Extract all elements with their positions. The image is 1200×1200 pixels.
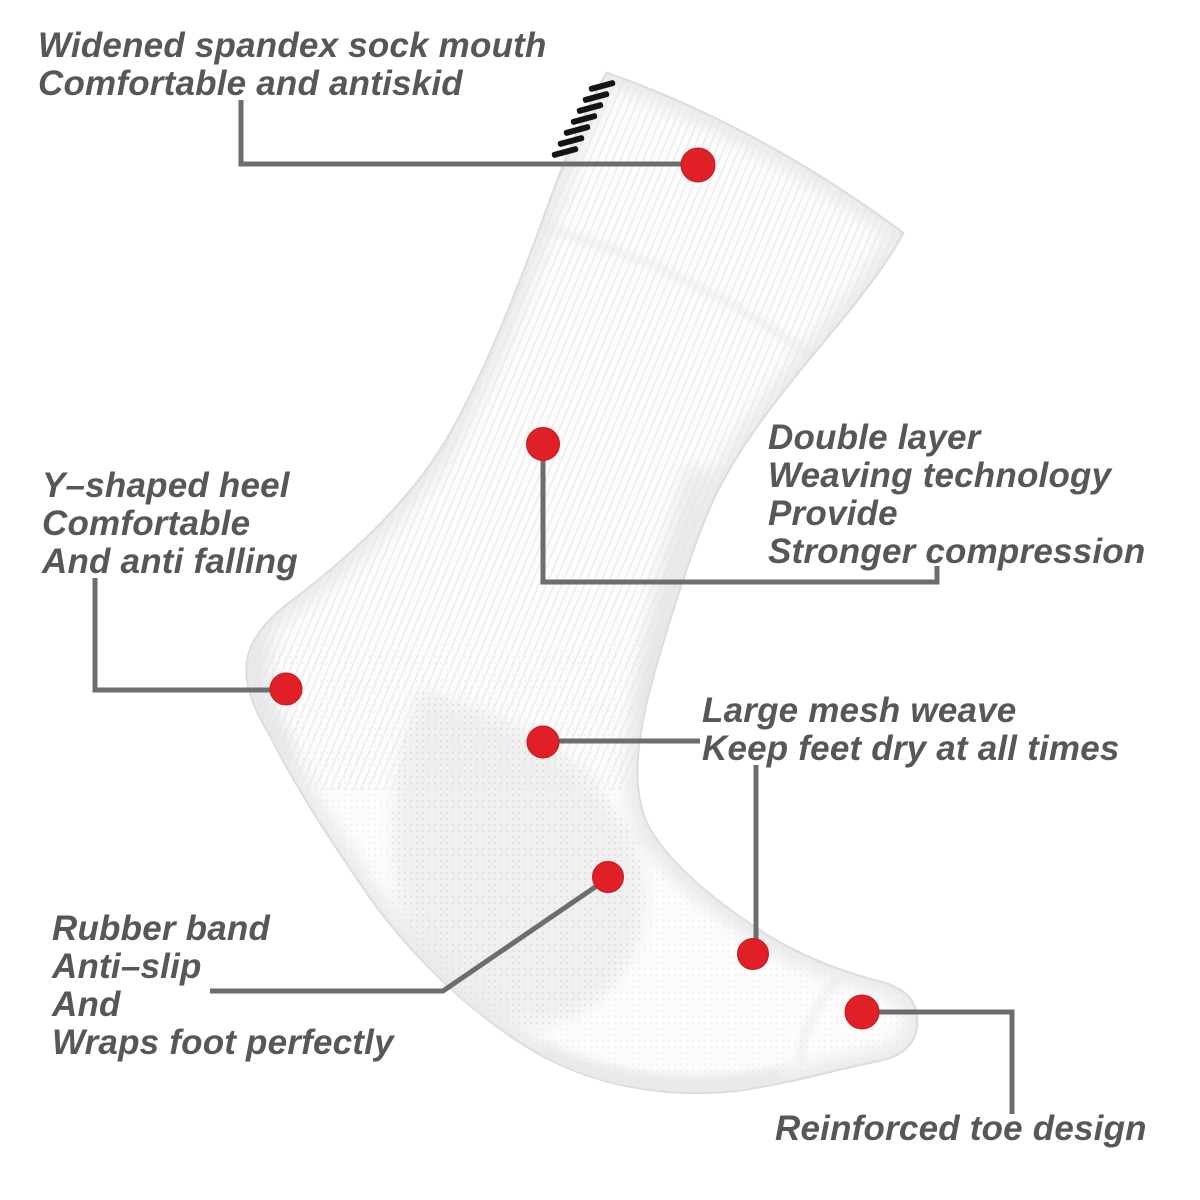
- annotation-sock-mouth-line: Comfortable and antiskid: [38, 64, 463, 103]
- sock-mouth-dot: [680, 147, 716, 183]
- cuff-logo-stripe: [557, 135, 585, 147]
- toe-cap-seam: [797, 976, 841, 1063]
- annotation-rubber-band-line: Wraps foot perfectly: [52, 1023, 394, 1062]
- annotation-heel-line: And anti falling: [42, 542, 298, 581]
- annotation-heel-line: Comfortable: [42, 504, 251, 543]
- rubber-band-line: [210, 878, 606, 994]
- sock-mouth-line: [238, 100, 696, 167]
- annotation-double-layer-line: Double layer: [768, 418, 981, 457]
- toe-line: [866, 1009, 1015, 1114]
- annotation-mesh-line: Large mesh weave: [702, 691, 1017, 730]
- annotation-heel-line: Y–shaped heel: [42, 466, 290, 505]
- cuff-logo-stripe: [588, 80, 616, 92]
- heel-dot: [269, 672, 303, 706]
- cuff-logo-stripe: [576, 102, 604, 114]
- sole-shade: [536, 1044, 784, 1093]
- cuff-logo-stripe: [582, 91, 610, 103]
- annotation-rubber-band-line: And: [52, 985, 121, 1024]
- toe-dot: [844, 994, 880, 1030]
- annotation-toe: Reinforced toe design: [775, 1110, 1147, 1148]
- double-layer-dot: [526, 427, 560, 461]
- annotation-toe-line: Reinforced toe design: [775, 1109, 1147, 1148]
- ball-dot: [737, 938, 769, 970]
- rubber-band-dot: [592, 861, 624, 893]
- mesh-dot: [526, 725, 560, 759]
- annotation-double-layer-line: Weaving technology: [768, 456, 1112, 495]
- annotation-sock-mouth-line: Widened spandex sock mouth: [38, 26, 547, 65]
- cuff-logo-stripe: [570, 113, 598, 125]
- double-layer-line: [540, 452, 940, 585]
- annotation-double-layer-line: Stronger compression: [768, 532, 1146, 571]
- annotation-mesh-line: Keep feet dry at all times: [702, 729, 1120, 768]
- annotation-double-layer-line: Provide: [768, 494, 898, 533]
- annotation-rubber-band-line: Rubber band: [52, 909, 271, 948]
- mesh-patch-dots: [392, 690, 646, 1027]
- cuff-logo-stripe: [563, 124, 591, 136]
- heel-shade: [248, 637, 297, 764]
- annotation-rubber-band-line: Anti–slip: [52, 947, 202, 986]
- cuff-logo-stripes-icon: [551, 80, 616, 158]
- cuff-logo-stripe: [551, 146, 579, 158]
- heel-line: [92, 578, 284, 693]
